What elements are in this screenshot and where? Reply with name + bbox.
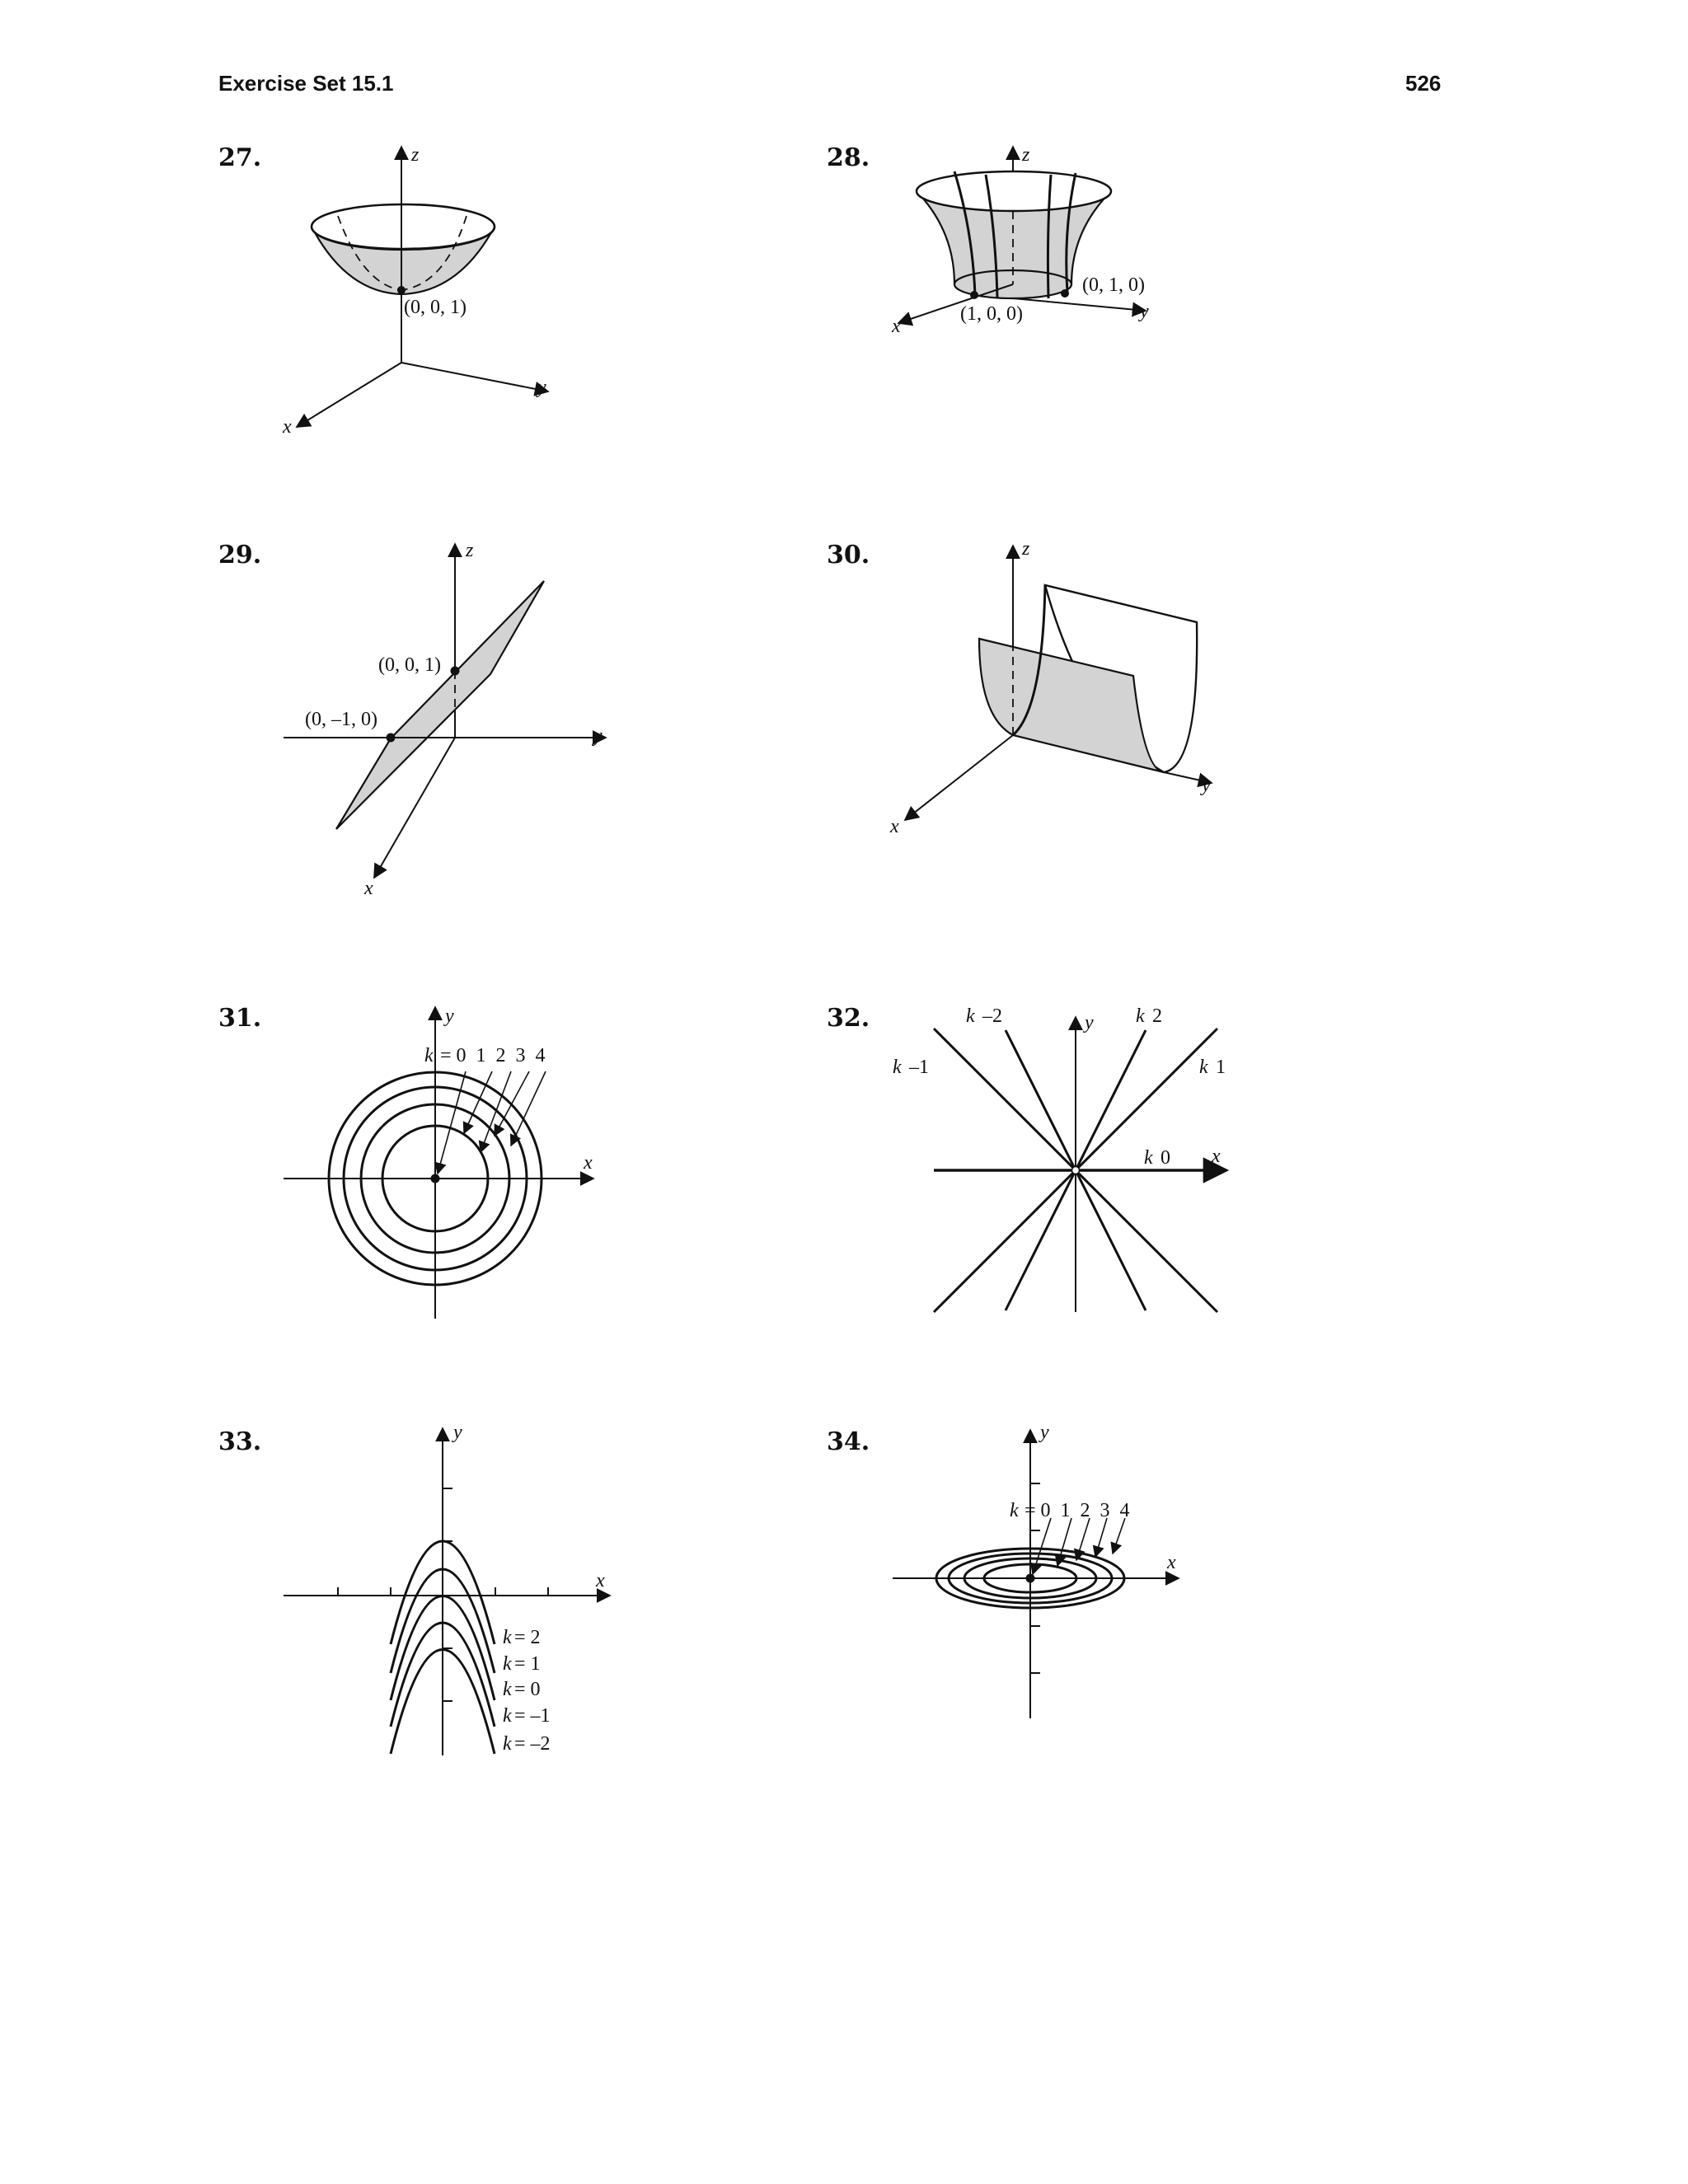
y-axis-label: y xyxy=(592,725,603,747)
k-symbol: k xyxy=(1144,1147,1153,1169)
k-symbol: k xyxy=(503,1653,512,1675)
k-symbol: k xyxy=(503,1679,512,1700)
k-symbol: k xyxy=(503,1733,512,1755)
exercise-number-27: 27. xyxy=(218,143,262,172)
x-axis xyxy=(295,362,402,428)
y-axis xyxy=(401,362,550,396)
level-curve xyxy=(947,1552,1114,1605)
level-curve-k0 xyxy=(389,1595,496,1701)
point-marker xyxy=(1061,289,1069,298)
x-axis-label: x xyxy=(595,1570,605,1591)
exercise-number-34: 34. xyxy=(827,1427,870,1456)
exercise-number-30: 30. xyxy=(827,541,870,569)
z-axis-label: z xyxy=(410,144,420,166)
point-marker xyxy=(450,666,460,676)
label-k2: = 2 xyxy=(514,1627,541,1648)
x-axis-label: x xyxy=(583,1152,593,1174)
point-label: (1, 0, 0) xyxy=(960,303,1023,325)
plane xyxy=(335,580,545,830)
y-axis-label: y xyxy=(1200,775,1211,796)
x-axis-label: x xyxy=(282,416,292,438)
k-symbol: k xyxy=(1136,1005,1145,1027)
bowl-rim xyxy=(310,203,496,251)
level-curve-k-minus-2 xyxy=(389,1648,496,1755)
section-title: Exercise Set 15.1 xyxy=(218,71,394,96)
y-axis xyxy=(1163,771,1213,788)
level-curve xyxy=(963,1557,1098,1600)
exercise-number-29: 29. xyxy=(218,541,262,569)
exercise-number-28: 28. xyxy=(827,143,870,172)
level-curve xyxy=(359,1103,511,1254)
level-curve xyxy=(935,1547,1126,1610)
exercise-number-32: 32. xyxy=(827,1004,870,1033)
k-symbol: k xyxy=(1199,1057,1208,1078)
x-axis-label: x xyxy=(363,878,373,899)
z-axis-label: z xyxy=(1021,538,1030,560)
k-symbol: k xyxy=(893,1057,902,1078)
x-axis-label: x xyxy=(891,316,901,337)
label-k0: 0 xyxy=(1160,1147,1170,1169)
y-axis-label: y xyxy=(1083,1012,1094,1033)
level-curve xyxy=(982,1563,1078,1594)
y-axis-label: y xyxy=(443,1005,454,1027)
exercise-number-31: 31. xyxy=(218,1004,262,1033)
z-axis-label: z xyxy=(465,540,474,561)
level-curve-k1 xyxy=(389,1568,496,1674)
label-k-minus-2: –2 xyxy=(982,1005,1002,1027)
label-k2: 2 xyxy=(1152,1005,1162,1027)
point-label: (0, 0, 1) xyxy=(404,297,467,318)
z-axis-label: z xyxy=(1021,144,1030,166)
label-k-minus-1: = –1 xyxy=(514,1705,551,1727)
label-k-minus-1: –1 xyxy=(908,1057,929,1078)
k-symbol: k xyxy=(503,1627,512,1648)
level-curve xyxy=(342,1085,528,1272)
x-axis xyxy=(897,284,1014,326)
y-axis-label: y xyxy=(1138,301,1149,322)
k-symbol: k xyxy=(1010,1500,1019,1521)
page-number: 526 xyxy=(1405,71,1442,96)
level-curve xyxy=(327,1071,543,1286)
point-label: (0, 1, 0) xyxy=(1082,274,1145,296)
origin-point xyxy=(1025,1573,1035,1583)
label-k1: 1 xyxy=(1216,1057,1226,1078)
origin-hole xyxy=(1071,1165,1081,1175)
exercise-number-33: 33. xyxy=(218,1427,262,1456)
level-curve-k-minus-1 xyxy=(389,1621,496,1727)
y-axis-label: y xyxy=(452,1422,462,1443)
x-axis-label: x xyxy=(1166,1552,1176,1573)
point-label: (0, 0, 1) xyxy=(378,654,441,676)
x-axis-label: x xyxy=(889,816,899,837)
label-k-minus-2: = –2 xyxy=(514,1733,551,1755)
y-axis-label: y xyxy=(1039,1422,1049,1443)
level-curve xyxy=(381,1124,490,1233)
x-axis-label: x xyxy=(1211,1146,1221,1167)
k-values: = 0 1 2 3 4 xyxy=(440,1045,546,1066)
y-axis-label: y xyxy=(536,377,546,398)
origin-point xyxy=(430,1174,440,1183)
point-marker xyxy=(397,286,406,294)
k-values: = 0 1 2 3 4 xyxy=(1025,1500,1130,1521)
k-symbol: k xyxy=(966,1005,975,1027)
x-axis xyxy=(373,737,456,879)
x-axis xyxy=(903,734,1014,822)
level-curve-k2 xyxy=(389,1540,496,1645)
k-symbol: k xyxy=(503,1705,512,1727)
point-marker xyxy=(386,733,396,743)
y-axis xyxy=(1012,298,1147,317)
point-marker xyxy=(970,291,978,299)
k-symbol: k xyxy=(424,1045,434,1066)
label-k1: = 1 xyxy=(514,1653,541,1675)
point-label: (0, –1, 0) xyxy=(305,709,377,730)
label-k0: = 0 xyxy=(514,1679,541,1700)
